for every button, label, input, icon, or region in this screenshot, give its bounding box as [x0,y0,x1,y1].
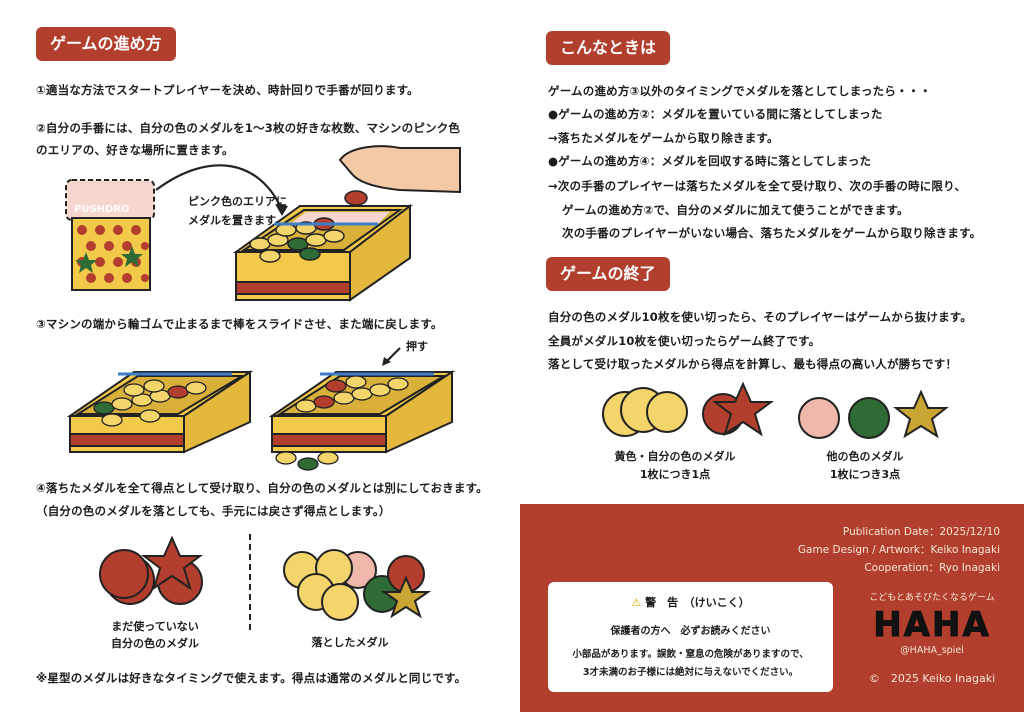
warning-title: ⚠ 警 告 （けいこく） [548,594,833,610]
dropped-medals [283,549,432,621]
score-caption-2-line-2: 1枚につき3点 [829,468,901,481]
warning-line-1: 保護者の方へ 必ずお読みください [610,626,771,637]
end-rule-3: 落として受け取ったメダルから得点を計算し、最も得点の高い人が勝ちです！ [548,357,958,371]
score-caption-2-line-1: 他の色のメダル [826,450,904,463]
warning-triangle-icon: ⚠ [631,596,642,609]
warning-title-text: 警 告 （けいこく） [645,596,750,609]
game-design-credit: Game Design / Artwork：Keiko Inagaki [797,544,1000,556]
push-label: 押す [406,339,428,353]
polka-dots [77,225,149,283]
callout-line-1: ピンク色のエリアに [188,194,287,208]
unused-medals-caption-1: まだ使っていない [111,620,199,633]
warning-line-3: 3才未満のお子様には絶対に与えないでください。 [582,667,799,678]
section-heading-troubleshooting: こんなときは [546,31,671,65]
held-medal [344,190,368,206]
step-3-text: ③マシンの端から輪ゴムで止まるまで棒をスライドさせ、また端に戻します。 [36,317,443,331]
step-2-text-line1: ②自分の手番には、自分の色のメダルを1〜3枚の好きな枚数、マシンのピンク色 [36,121,461,135]
unused-medals [99,535,203,605]
end-rule-1: 自分の色のメダル10枚を使い切ったら、そのプレイヤーはゲームから抜けます。 [548,310,973,324]
arrowhead-icon [275,204,288,216]
star-medal-icon [380,575,432,619]
score-caption-1-line-2: 1枚につき1点 [639,468,711,481]
step-4-text-line2: （自分の色のメダルを落としても、手元には戻さず得点とします。） [36,504,391,518]
brand-logo: HAHA [873,605,991,645]
trouble-case-2-result-1: →次の手番のプレイヤーは落ちたメダルを全て受け取り、次の手番の時に限り、 [548,179,967,193]
callout-line-2: メダルを置きます。 [188,213,286,227]
star-note: ※星型のメダルは好きなタイミングで使えます。得点は通常のメダルと同じです。 [36,671,467,685]
dropped-medals-caption: 落としたメダル [311,636,389,649]
step-2-text-line2: のエリアの、好きな場所に置きます。 [36,143,234,157]
brand-tagline: こどもとあそびたくなるゲーム [869,593,995,603]
step-2-illustration: PUSHDRO ピンク色のエリアに メダルを置きます。 [65,145,461,302]
medal-pile-after [275,375,409,471]
trouble-intro: ゲームの進め方③以外のタイミングでメダルを落としてしまったら・・・ [548,84,932,98]
publication-date: Publication Date：2025/12/10 [842,526,1000,538]
warning-box: ⚠ 警 告 （けいこく） 保護者の方へ 必ずお読みください 小部品があります。誤… [548,582,833,692]
trouble-case-2-result-2: ゲームの進め方②で、自分のメダルに加えて使うことができます。 [562,203,909,217]
star-icon [121,246,143,267]
star-medal-icon [893,389,949,439]
star-medal-icon [141,535,203,591]
three-point-medals [798,389,949,439]
medal-pile-before [93,379,207,427]
hand-icon [338,145,461,194]
scoring-illustration [602,381,949,439]
step-4-text-line1: ④落ちたメダルを全て得点として受け取り、自分の色のメダルとは別にしておきます。 [36,481,488,495]
trouble-case-1-result: →落ちたメダルをゲームから取り除きます。 [548,131,779,145]
section-heading-game-end: ゲームの終了 [546,257,670,291]
cooperation-credit: Cooperation：Ryo Inagaki [864,562,1000,574]
step-1-text: ①適当な方法でスタートプレイヤーを決め、時計回りで手番が回ります。 [36,83,419,97]
box-print-text: PUSHDRO [74,204,130,215]
copyright: © 2025 Keiko Inagaki [868,672,996,685]
brand-handle: @HAHA_spiel [900,645,964,656]
trouble-case-1: ●ゲームの進め方②：メダルを置いている間に落としてしまった [548,107,883,121]
curved-arrow-icon [155,164,284,211]
unused-medals-caption-2: 自分の色のメダル [111,637,199,650]
step-3-illustration: 押す [66,339,456,471]
one-point-medals [602,381,774,437]
star-icon [75,252,97,273]
end-rule-2: 全員がメダル10枚を使い切ったらゲーム終了です。 [548,334,821,348]
trouble-case-2-result-3: 次の手番のプレイヤーがいない場合、落ちたメダルをゲームから取り除きます。 [562,226,982,240]
step-4-illustration [99,534,432,630]
star-medal-icon [712,381,774,437]
trouble-case-2: ●ゲームの進め方④：メダルを回収する時に落としてしまった [548,154,872,168]
score-caption-1-line-1: 黄色・自分の色のメダル [614,450,736,463]
warning-line-2: 小部品があります。誤飲・窒息の危険がありますので、 [572,649,809,660]
brand-logo-area: こどもとあそびたくなるゲーム HAHA @HAHA_spiel © 2025 K… [852,590,1012,686]
section-heading-how-to-play: ゲームの進め方 [36,27,176,61]
push-arrow-icon [385,347,401,363]
